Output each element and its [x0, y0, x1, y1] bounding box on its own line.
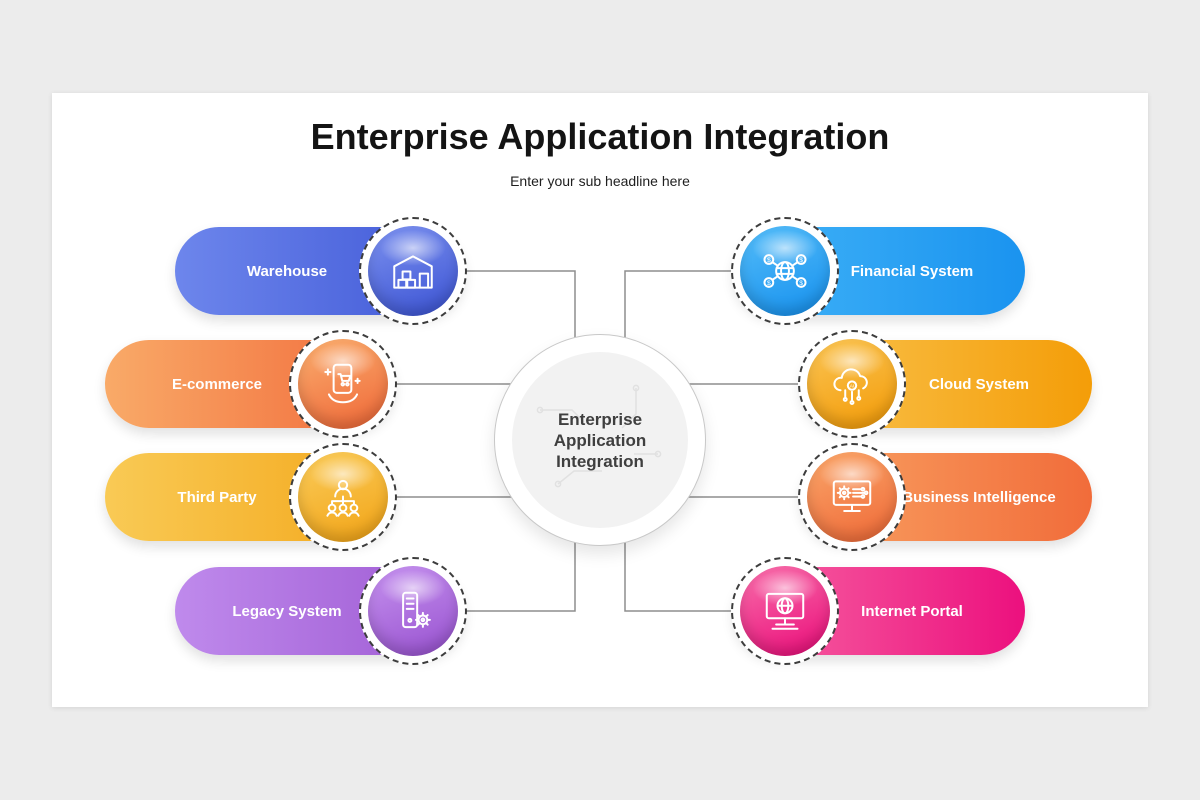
node-label: Third Party: [177, 488, 257, 506]
svg-text:$: $: [799, 257, 803, 264]
svg-text:$: $: [767, 257, 771, 264]
node-label: Legacy System: [232, 602, 342, 620]
financial-system-icon: $ $ $ $: [760, 246, 810, 296]
node-label: Business Intelligence: [902, 488, 1056, 506]
page-subtitle: Enter your sub headline here: [510, 173, 690, 189]
circuit-pattern: [536, 384, 662, 488]
financial-system-icon-circle: $ $ $ $: [740, 226, 830, 316]
internet-portal-icon-ring: [731, 557, 839, 665]
internet-portal-icon: [760, 586, 810, 636]
node-label: Cloud System: [928, 375, 1030, 393]
legacy-system-icon-circle: [368, 566, 458, 656]
ecommerce-icon: [318, 359, 368, 409]
connector-legacy-system: [413, 540, 576, 612]
node-label: E-commerce: [171, 375, 263, 393]
cloud-system-icon-ring: AI: [798, 330, 906, 438]
legacy-system-icon: [388, 586, 438, 636]
business-intelligence-icon: [827, 472, 877, 522]
business-intelligence-icon-circle: [807, 452, 897, 542]
warehouse-icon-circle: [368, 226, 458, 316]
third-party-icon-ring: [289, 443, 397, 551]
svg-text:$: $: [799, 280, 803, 287]
ecommerce-icon-circle: [298, 339, 388, 429]
slide: Enterprise Application Integration Enter…: [52, 93, 1148, 707]
legacy-system-icon-ring: [359, 557, 467, 665]
center-title-line: Application: [553, 430, 647, 450]
internet-portal-icon-circle: [740, 566, 830, 656]
business-intelligence-icon-ring: [798, 443, 906, 551]
svg-text:AI: AI: [850, 383, 855, 389]
connector-warehouse: [413, 270, 576, 340]
center-title-line: Integration: [556, 451, 644, 471]
ecommerce-icon-ring: [289, 330, 397, 438]
center-title-line: Enterprise: [557, 409, 643, 429]
center-node: Enterprise Application Integration: [494, 334, 706, 546]
page-title: Enterprise Application Integration: [310, 116, 890, 157]
warehouse-icon: [388, 246, 438, 296]
node-label: Internet Portal: [861, 602, 963, 620]
svg-text:$: $: [767, 280, 771, 287]
warehouse-icon-ring: [359, 217, 467, 325]
financial-system-icon-ring: $ $ $ $: [731, 217, 839, 325]
node-label: Financial System: [850, 262, 974, 280]
cloud-system-icon: AI: [827, 359, 877, 409]
center-node-inner: Enterprise Application Integration: [512, 352, 688, 528]
third-party-icon-circle: [298, 452, 388, 542]
cloud-system-icon-circle: AI: [807, 339, 897, 429]
third-party-icon: [318, 472, 368, 522]
node-label: Warehouse: [246, 262, 328, 280]
